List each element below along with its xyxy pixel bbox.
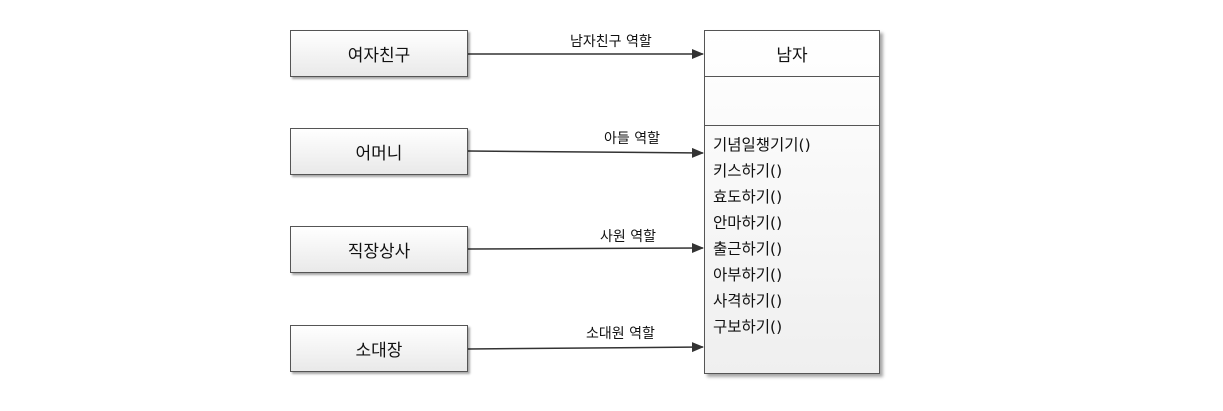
relation-label: 남자친구 역할 (570, 34, 652, 50)
arrow-boss (467, 243, 704, 254)
class-operations-compartment: 기념일챙기기() 키스하기() 효도하기() 안마하기() 출근하기() 아부하… (705, 126, 879, 340)
actor-boss: 직장상사 (290, 226, 468, 273)
arrow-mother (467, 147, 704, 158)
actor-label: 직장상사 (347, 242, 411, 262)
actor-platoon-leader: 소대장 (290, 325, 468, 372)
relation-label: 아들 역할 (604, 131, 660, 147)
arrow-platoon-leader (467, 342, 704, 353)
relation-label: 소대원 역할 (586, 326, 655, 342)
operation: 구보하기() (713, 318, 783, 336)
operation: 안마하기() (713, 214, 783, 232)
class-box-man: 남자 기념일챙기기() 키스하기() 효도하기() 안마하기() 출근하기() … (704, 30, 880, 374)
operation: 아부하기() (713, 266, 783, 284)
actor-label: 여자친구 (347, 46, 411, 66)
operation: 기념일챙기기() (713, 136, 811, 154)
actor-girlfriend: 여자친구 (290, 30, 468, 77)
actor-label: 소대장 (355, 341, 403, 361)
operation: 키스하기() (713, 162, 783, 180)
class-name: 남자 (705, 31, 879, 77)
operation: 사격하기() (713, 292, 783, 310)
operation: 효도하기() (713, 188, 783, 206)
operation: 출근하기() (713, 240, 783, 258)
actor-mother: 어머니 (290, 128, 468, 175)
class-attributes-compartment (705, 77, 879, 126)
relation-label: 사원 역할 (600, 229, 656, 245)
actor-label: 어머니 (355, 144, 403, 164)
